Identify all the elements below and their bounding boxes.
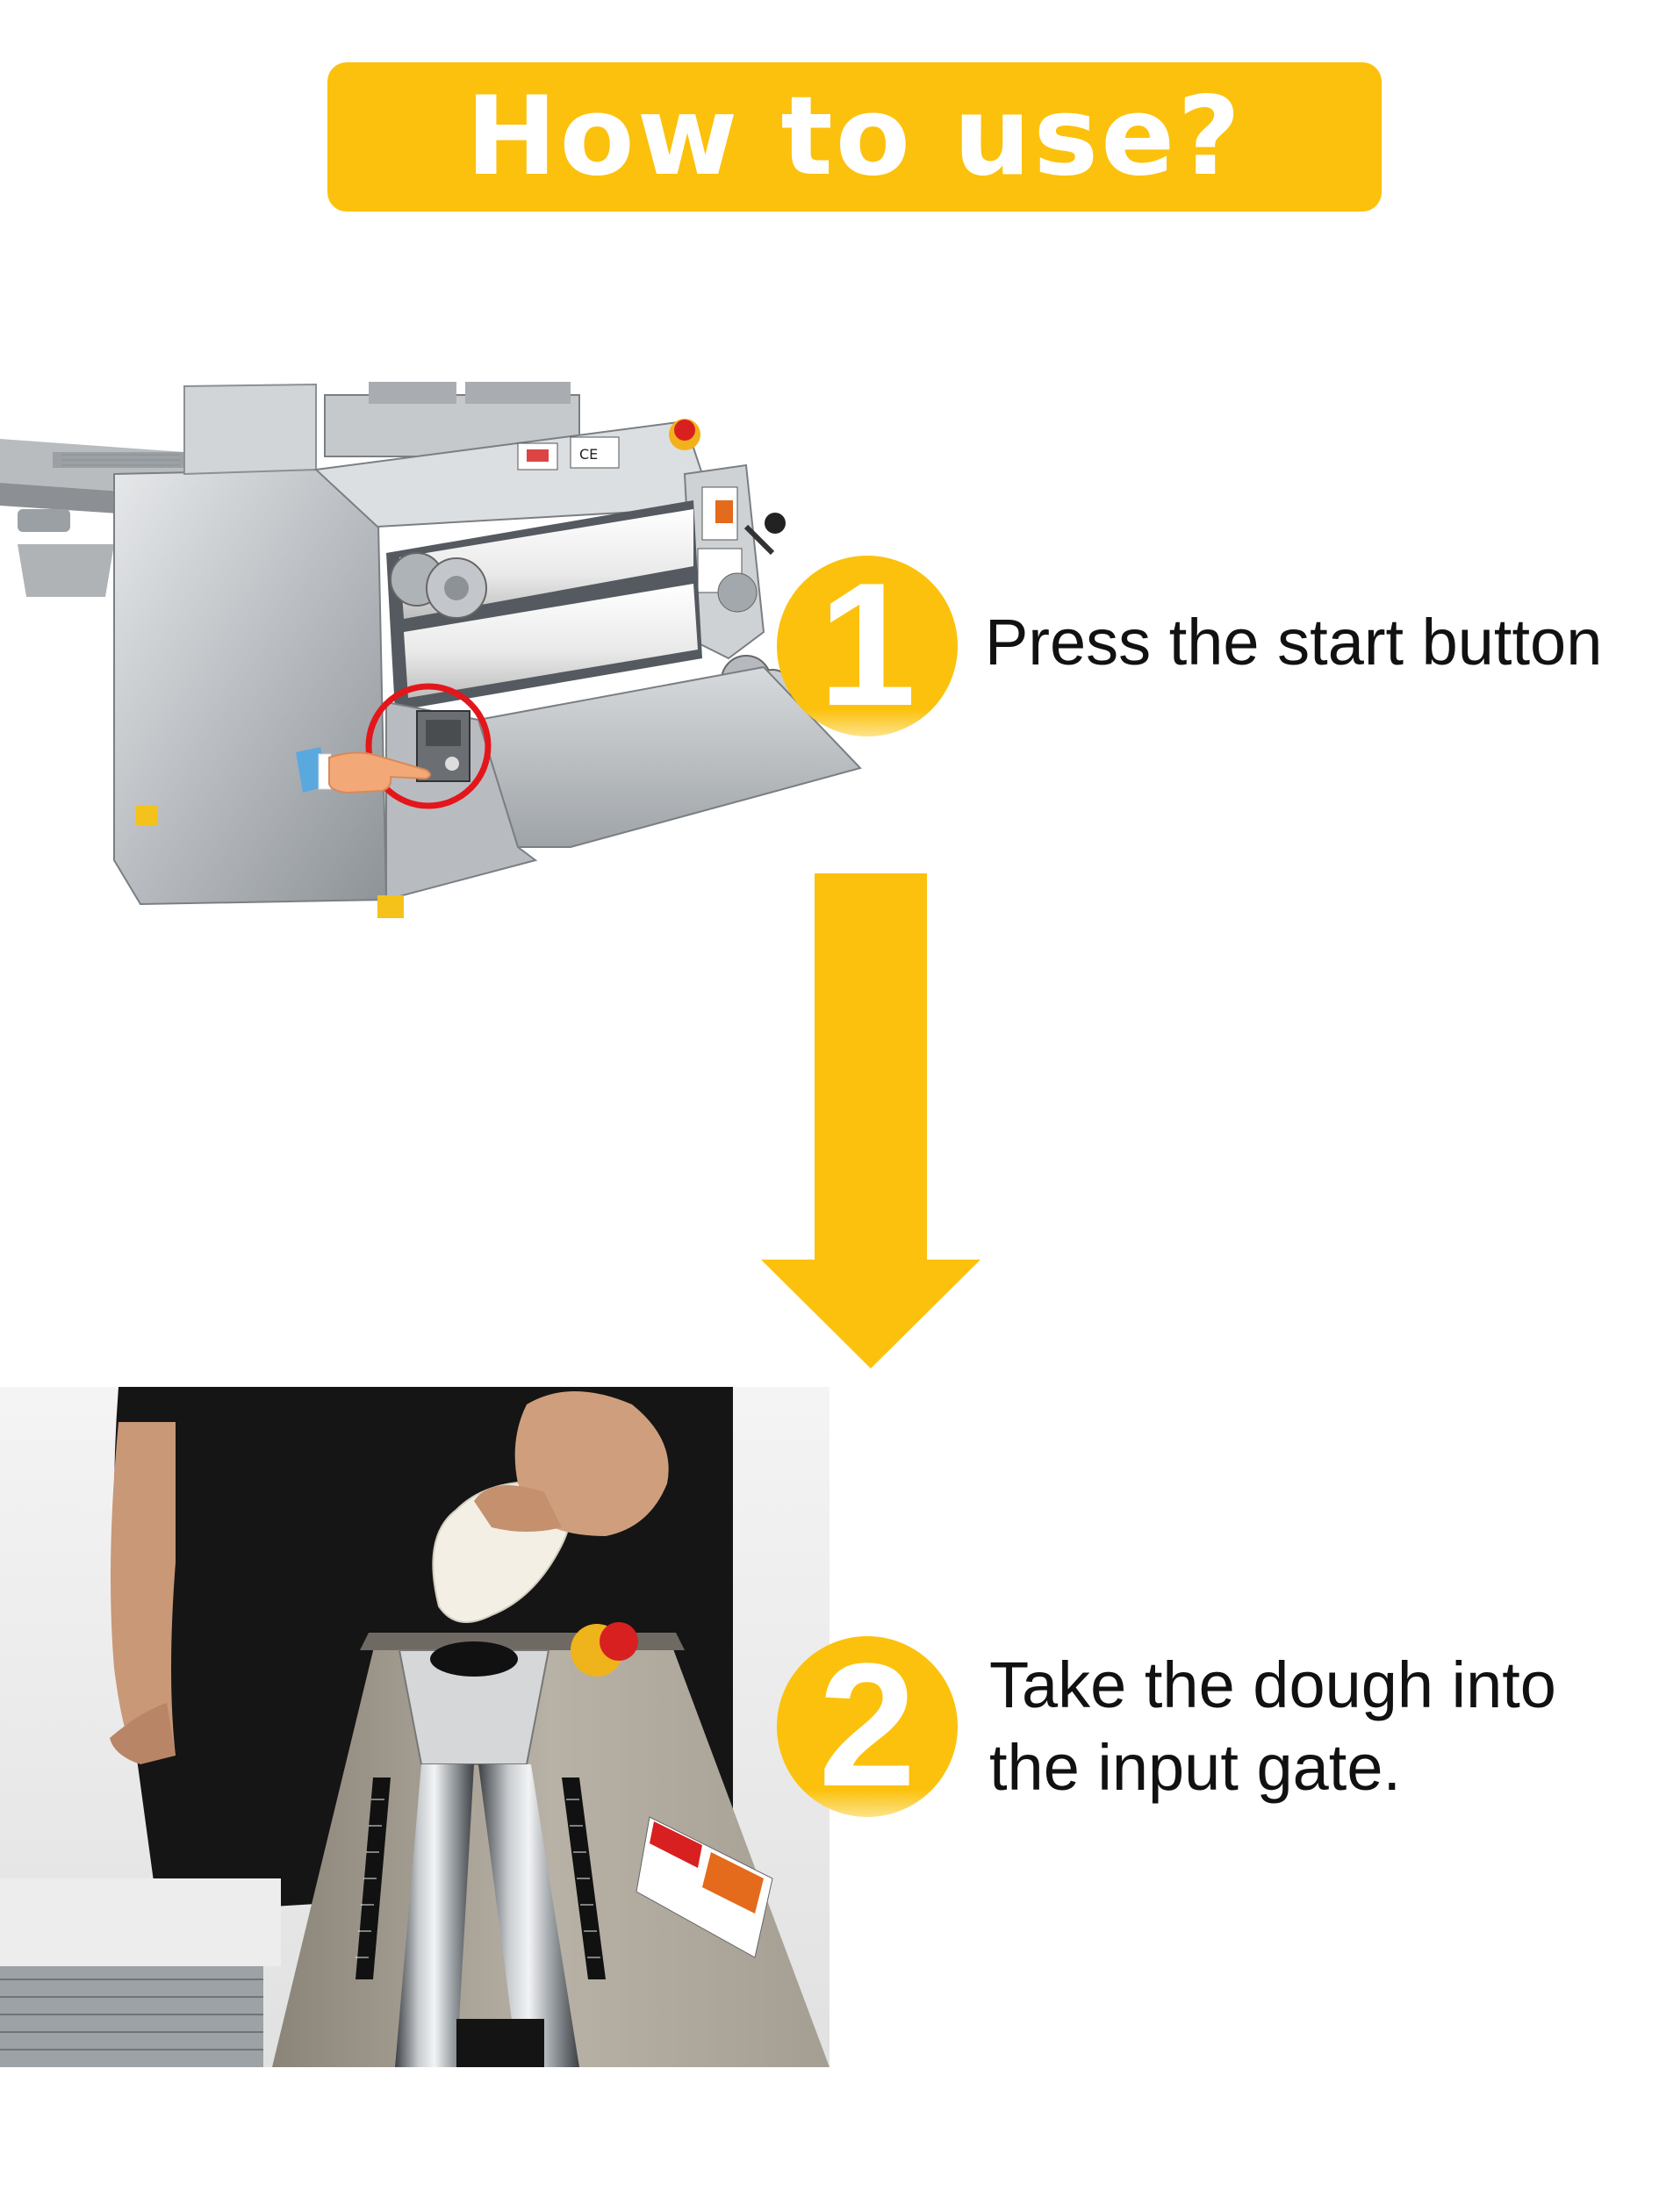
page-title: How to use? [465,74,1244,200]
down-arrow-icon [761,873,980,1369]
header-banner: How to use? [327,62,1382,212]
svg-text:CE: CE [579,446,598,463]
step-1-number: 1 [818,554,916,738]
step-2-text-line-2: the input gate. [989,1731,1402,1804]
step-2-text: Take the dough into the input gate. [989,1644,1639,1809]
step-1-badge: 1 [775,547,959,743]
step-1-text: Press the start button [985,606,1603,679]
step-2-number: 2 [818,1634,916,1819]
pointing-hand-icon [294,735,434,805]
step-2-badge: 2 [775,1627,959,1823]
step-2-text-line-1: Take the dough into [989,1648,1556,1721]
feeding-dough-photo [0,1387,830,2067]
dough-sheeter-machine-photo: CE [0,369,878,930]
